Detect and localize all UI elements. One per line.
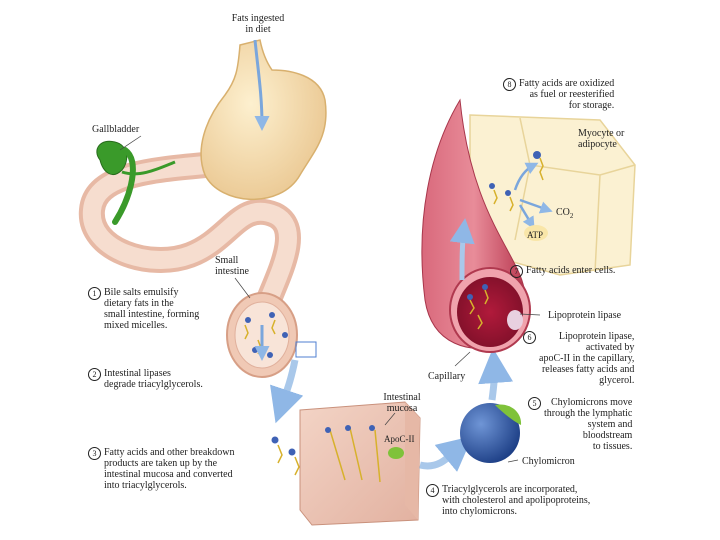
gallbladder-organ xyxy=(96,140,176,225)
step-number: 2 xyxy=(88,368,101,381)
co2-label: CO2 xyxy=(556,207,574,220)
step-number: 8 xyxy=(503,78,516,91)
flow-arrow-to-chylomicron xyxy=(419,436,473,472)
intestinal-mucosa-label: Intestinal mucosa xyxy=(383,392,421,414)
step-8: 8 Fatty acids are oxidized as fuel or re… xyxy=(503,78,614,111)
step-2: 2 Intestinal lipases degrade triacylglyc… xyxy=(88,368,203,390)
fats-ingested-label: Fats ingested in diet xyxy=(231,13,285,35)
small-intestine-tube xyxy=(78,152,301,323)
step-text: Bile salts emulsify dietary fats in the … xyxy=(104,287,200,331)
step-text: Fatty acids enter cells. xyxy=(526,265,616,276)
step-1: 1 Bile salts emulsify dietary fats in th… xyxy=(88,287,199,331)
stomach xyxy=(200,39,327,201)
step-number: 4 xyxy=(426,484,439,497)
flow-arrow-to-mucosa xyxy=(270,359,304,424)
step-6: 6 Lipoprotein lipase, activated by apoC-… xyxy=(523,331,634,386)
step-number: 3 xyxy=(88,447,101,460)
myocyte-label: Myocyte or adipocyte xyxy=(578,128,625,150)
step-text: Fatty acids and other breakdown products… xyxy=(104,447,235,491)
step-number: 1 xyxy=(88,287,101,300)
step-number: 6 xyxy=(523,331,536,344)
intestine-cross-section xyxy=(226,292,317,378)
step-number: 5 xyxy=(528,397,541,410)
step-number: 7 xyxy=(510,265,523,278)
step-text: Fatty acids are oxidized as fuel or rees… xyxy=(519,78,615,111)
intestinal-mucosa-block xyxy=(299,401,421,526)
chylomicron-label: Chylomicron xyxy=(522,456,575,467)
step-7: 7 Fatty acids enter cells. xyxy=(510,265,615,278)
step-3: 3 Fatty acids and other breakdown produc… xyxy=(88,447,235,491)
step-4: 4 Triacylglycerols are incorporated, wit… xyxy=(426,484,590,517)
step-text: Lipoprotein lipase, activated by apoC-II… xyxy=(539,331,635,386)
lipoprotein-lipase-label: Lipoprotein lipase xyxy=(548,310,622,321)
free-fatty-acids xyxy=(271,436,300,476)
small-intestine-label: Small intestine xyxy=(215,255,249,277)
step-5: 5 Chylomicrons move through the lymphati… xyxy=(528,397,632,452)
capillary-vessel xyxy=(421,98,531,353)
atp-label: ATP xyxy=(527,230,544,240)
apoc-ii-label: ApoC-II xyxy=(384,434,415,444)
capillary-label: Capillary xyxy=(428,371,466,382)
step-text: Chylomicrons move through the lymphatic … xyxy=(544,397,633,452)
flow-arrow-to-capillary xyxy=(478,348,514,401)
step-text: Triacylglycerols are incorporated, with … xyxy=(442,484,591,517)
step-text: Intestinal lipases degrade triacylglycer… xyxy=(104,368,203,390)
leader-lines xyxy=(119,135,541,463)
chylomicron-sphere xyxy=(460,403,522,463)
gallbladder-label: Gallbladder xyxy=(92,124,140,135)
